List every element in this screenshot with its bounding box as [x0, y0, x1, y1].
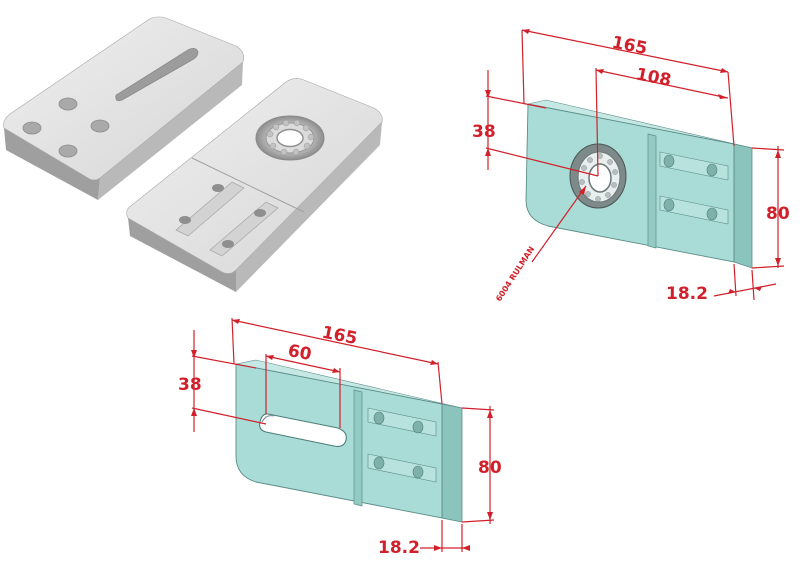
dim-60-label: 60: [286, 341, 313, 365]
dim-165-label: 165: [610, 33, 649, 59]
bearing-icon: [255, 115, 325, 161]
dimension-thickness: 18.2: [666, 263, 777, 304]
dim-165-label: 165: [320, 323, 359, 349]
slot-hole: [259, 413, 347, 447]
dim-108-label: 108: [634, 64, 673, 90]
dimension-width: 80: [461, 406, 502, 524]
dim-38-label: 38: [178, 375, 202, 395]
dimension-bearing-height: 38: [472, 70, 599, 177]
plate-view-bearing: 165 108 38 80: [472, 29, 790, 304]
dimension-thickness: 18.2: [378, 520, 470, 558]
iso-plate-slotted: [3, 16, 244, 200]
dimension-slot-length: 60: [265, 341, 341, 428]
dim-18-2-label: 18.2: [378, 538, 420, 558]
dimension-width: 80: [751, 146, 790, 269]
iso-plate-bearing: [126, 78, 383, 292]
mounting-holes: [22, 97, 110, 158]
slot-hole: [115, 48, 199, 102]
dim-80-label: 80: [478, 458, 502, 478]
dim-80-label: 80: [766, 204, 790, 224]
dim-38-label: 38: [472, 122, 496, 142]
bearing-callout-label: 6004 RULMAN: [494, 245, 536, 303]
dimension-slot-height: 38: [178, 330, 267, 432]
dim-18-2-label: 18.2: [666, 284, 708, 304]
plate-view-slotted: 165 60 38 80: [178, 317, 502, 558]
